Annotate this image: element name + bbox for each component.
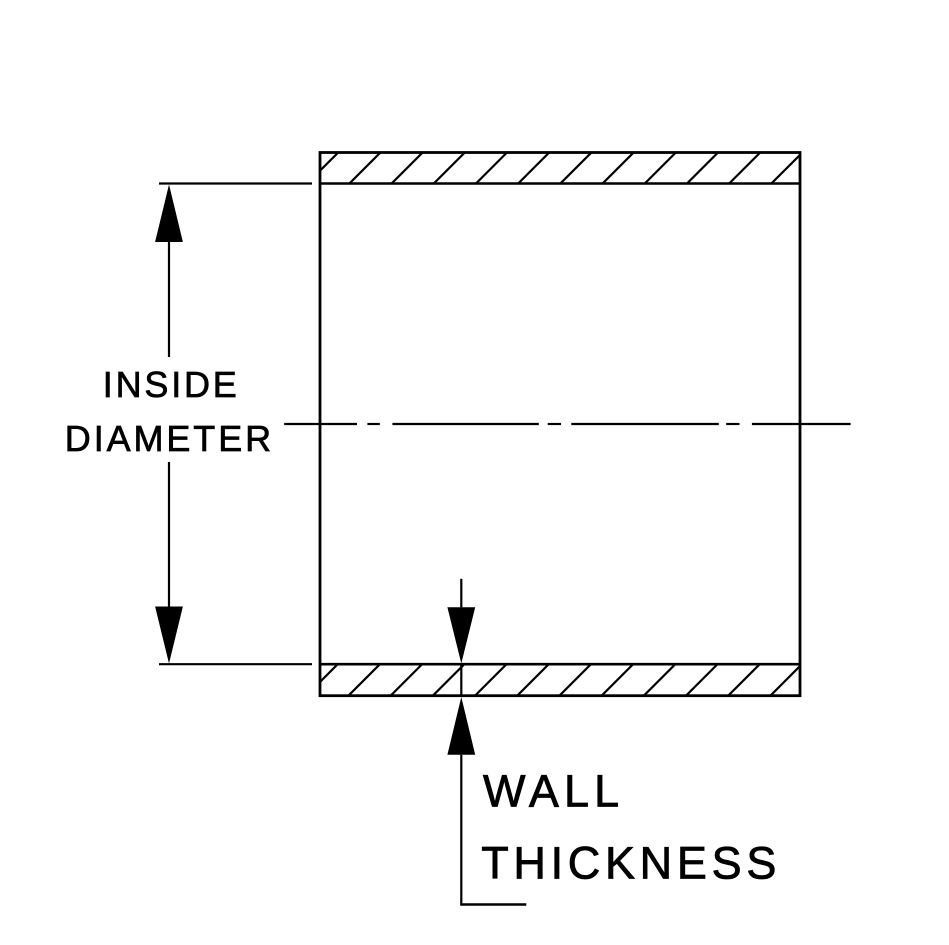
svg-text:DIAMETER: DIAMETER bbox=[65, 418, 274, 459]
svg-text:WALL: WALL bbox=[483, 766, 624, 817]
svg-text:INSIDE: INSIDE bbox=[103, 364, 240, 405]
svg-text:THICKNESS: THICKNESS bbox=[481, 837, 781, 888]
